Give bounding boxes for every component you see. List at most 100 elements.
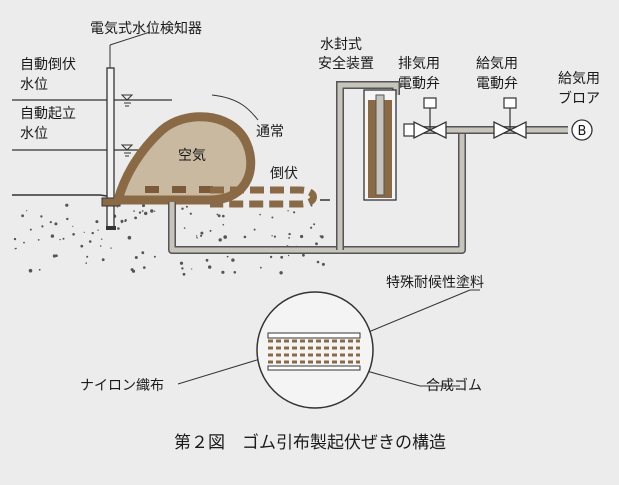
- auto-down-label-2: 水位: [20, 77, 48, 93]
- soil-dot: [141, 210, 144, 212]
- exhaust-valve-label-1: 排気用: [398, 56, 440, 72]
- inflated-weir: [113, 112, 256, 205]
- soil-dot: [221, 270, 225, 274]
- soil-dot: [153, 255, 156, 258]
- soil-dot: [222, 223, 225, 226]
- soil-dot: [287, 254, 290, 257]
- soil-dot: [217, 214, 221, 218]
- normal-label: 通常: [256, 124, 284, 140]
- soil-dot: [127, 235, 132, 240]
- soil-dot: [142, 204, 145, 208]
- blower-symbol: B: [578, 124, 587, 139]
- soil-dot: [110, 247, 112, 249]
- blower-label-1: 給気用: [558, 71, 600, 87]
- soil-dot: [124, 220, 127, 223]
- nylon-label: ナイロン織布: [80, 378, 164, 394]
- soil-dot: [271, 216, 274, 219]
- soil-dot: [150, 209, 154, 213]
- layer-stack: [267, 332, 361, 371]
- soil-dot: [287, 210, 289, 212]
- air-label: 空気: [178, 148, 206, 164]
- soil-dot: [37, 239, 40, 241]
- soil-dot: [28, 268, 33, 273]
- exhaust-valve-label-2: 電動弁: [398, 76, 440, 92]
- soil-dot: [259, 213, 261, 216]
- cross-section: [256, 291, 374, 409]
- soil-dot: [21, 214, 24, 218]
- soil-dot: [216, 213, 219, 216]
- soil-dot: [88, 240, 92, 243]
- blower-icon: [571, 119, 593, 141]
- soil-dot: [209, 229, 212, 232]
- soil-dot: [72, 225, 74, 227]
- auto-down-label-1: 自動倒伏: [20, 57, 76, 73]
- supply-valve: [493, 97, 527, 140]
- soil-dot: [223, 235, 227, 239]
- soil-dot: [13, 237, 17, 241]
- water-level-marker-2: [120, 144, 134, 157]
- soil-dot: [183, 227, 186, 229]
- soil-dot: [315, 242, 318, 246]
- soil-dot: [83, 231, 85, 233]
- auto-up-label-2: 水位: [20, 126, 48, 142]
- soil-dot: [143, 266, 146, 269]
- soil-dot: [226, 255, 229, 258]
- soil-dot: [302, 253, 305, 257]
- soil-dot: [310, 226, 313, 229]
- soil-dot: [181, 207, 184, 210]
- soil-dot: [55, 254, 58, 257]
- water-seal-device: [363, 89, 397, 201]
- soil-dot: [15, 247, 17, 250]
- soil-dot: [141, 251, 145, 255]
- soil-dot: [40, 215, 43, 218]
- soil-dot: [208, 265, 212, 269]
- soil-dot: [288, 237, 290, 239]
- soil-dot: [62, 237, 65, 240]
- exhaust-valve: [403, 97, 447, 140]
- soil-dot: [23, 241, 25, 244]
- soil-dot: [313, 223, 316, 226]
- ground: [12, 194, 330, 276]
- soil-dot: [86, 255, 89, 258]
- soil-dot: [280, 255, 284, 259]
- normal-leader: [211, 94, 259, 121]
- soil-dot: [185, 205, 188, 208]
- soil-dot: [293, 211, 296, 214]
- soil-dot: [41, 225, 44, 228]
- soil-dot: [138, 211, 142, 214]
- coating-label: 特殊耐候性塗料: [386, 274, 484, 291]
- anchor-bolts: [145, 186, 213, 193]
- water-seal-label-1: 水封式: [320, 37, 362, 53]
- figure-caption: 第２図 ゴム引布製起伏ぜきの構造: [174, 432, 446, 453]
- soil-dot: [54, 222, 58, 226]
- soil-dot: [134, 256, 138, 259]
- blower: B: [571, 119, 593, 141]
- soil-dot: [99, 245, 102, 247]
- soil-dot: [153, 210, 156, 212]
- collapsed-weir: [210, 186, 317, 208]
- sensor-label: 電気式水位検知器: [90, 20, 202, 37]
- soil-dot: [97, 229, 99, 231]
- soil-dot: [26, 210, 28, 212]
- soil-dot: [66, 217, 69, 221]
- soil-dot: [253, 228, 256, 231]
- soil-dot: [316, 260, 320, 264]
- soil-dot: [50, 234, 55, 238]
- soil-dot: [273, 235, 276, 238]
- soil-dot: [85, 262, 87, 264]
- soil-dot: [196, 237, 198, 239]
- soil-dot: [269, 255, 273, 259]
- soil-dot: [29, 228, 32, 231]
- leader-lines: [177, 289, 480, 387]
- soil-dot: [133, 210, 135, 212]
- soil-dot: [231, 258, 235, 262]
- soil-dots: [13, 203, 325, 276]
- soil-dot: [52, 254, 57, 258]
- blower-label-2: ブロア: [558, 90, 600, 107]
- water-seal-label-2: 安全装置: [318, 55, 374, 72]
- soil-dot: [80, 244, 84, 248]
- soil-dot: [120, 221, 123, 224]
- soil-dot: [321, 262, 325, 266]
